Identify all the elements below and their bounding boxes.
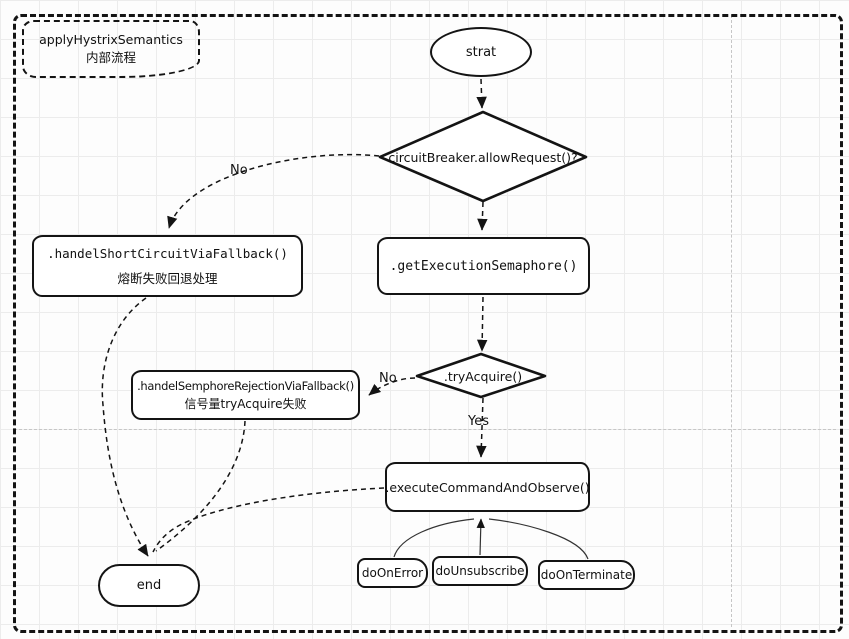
try-acquire-decision-shape xyxy=(415,352,547,399)
execute-command-node: .executeCommandAndObserve() xyxy=(385,462,590,512)
edge-semaphore-reject-to-end xyxy=(155,420,246,552)
do-unsubscribe-node: doUnsubscribe xyxy=(432,556,528,586)
get-semaphore-node: .getExecutionSemaphore() xyxy=(377,237,590,295)
edge-get-semaphore-to-try-acquire xyxy=(476,296,488,352)
execute-command-label: .executeCommandAndObserve() xyxy=(385,479,590,495)
short-circuit-node: .handelShortCircuitViaFallback() 熔断失败回退处… xyxy=(32,235,303,297)
do-unsubscribe-label: doUnsubscribe xyxy=(435,564,525,578)
edge-do-on-error-to-execute xyxy=(393,518,475,558)
do-on-error-label: doOnError xyxy=(361,566,424,580)
allow-request-label: circuitBreaker.allowRequest()? xyxy=(388,150,578,165)
do-on-terminate-node: doOnTerminate xyxy=(538,560,635,590)
edge-do-unsubscribe-to-execute xyxy=(476,518,485,556)
try-acquire-label: .tryAcquire() xyxy=(443,369,523,384)
do-on-terminate-label: doOnTerminate xyxy=(540,568,633,582)
edge-label-allow-request-no: No xyxy=(230,163,248,178)
edge-label-try-acquire-yes: Yes xyxy=(468,414,489,429)
start-node-label: strat xyxy=(465,44,497,60)
semaphore-reject-label: .handelSemphoreRejectionViaFallback() xyxy=(137,378,354,393)
short-circuit-label: .handelShortCircuitViaFallback() xyxy=(47,245,288,261)
edge-do-on-terminate-to-execute xyxy=(488,518,589,560)
short-circuit-sublabel: 熔断失败回退处理 xyxy=(117,270,218,286)
start-node: strat xyxy=(430,27,532,77)
page-guide-vertical xyxy=(731,15,732,627)
diagram-title-line2: 内部流程 xyxy=(85,50,136,65)
edge-allow-request-no-to-short-circuit xyxy=(167,153,380,229)
edge-label-try-acquire-no: No xyxy=(379,371,397,386)
page-guide-horizontal xyxy=(14,429,836,430)
edge-try-acquire-no-to-semaphore-reject xyxy=(368,377,416,396)
edge-execute-to-end xyxy=(152,487,385,553)
semaphore-reject-sublabel: 信号量tryAcquire失败 xyxy=(184,396,307,411)
semaphore-reject-node: .handelSemphoreRejectionViaFallback() 信号… xyxy=(131,370,360,420)
edge-try-acquire-yes-to-execute xyxy=(476,397,487,458)
edge-allow-request-to-get-semaphore xyxy=(477,201,488,231)
edge-short-circuit-to-end xyxy=(101,297,149,557)
diagram-title-line1: applyHystrixSemantics xyxy=(39,31,183,47)
edge-start-to-allow-request xyxy=(476,78,487,109)
allow-request-decision-shape xyxy=(378,110,588,203)
get-semaphore-label: .getExecutionSemaphore() xyxy=(389,258,578,274)
end-node: end xyxy=(98,564,200,607)
do-on-error-node: doOnError xyxy=(357,558,428,588)
end-node-label: end xyxy=(136,578,162,593)
diagram-title: applyHystrixSemantics 内部流程 xyxy=(22,20,200,78)
